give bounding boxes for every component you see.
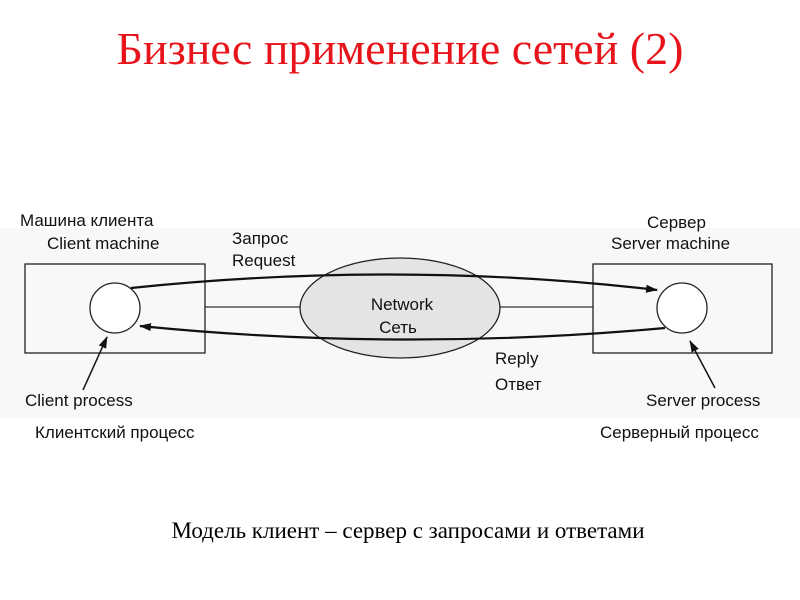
server-process-label-ru: Серверный процесс	[600, 423, 759, 442]
server-process-pointer	[689, 340, 716, 389]
client-machine-box	[24, 263, 206, 354]
server-process-circle	[656, 282, 708, 334]
server-machine-label-ru: Сервер	[647, 213, 706, 232]
network-cloud	[299, 257, 501, 359]
network-label-ru: Сеть	[379, 318, 417, 337]
client-process-label-en: Client process	[25, 391, 133, 410]
client-machine-label-ru: Машина клиента	[20, 211, 154, 230]
slide-caption: Модель клиент – сервер с запросами и отв…	[171, 518, 645, 543]
request-label-ru: Запрос	[232, 229, 289, 248]
client-process-label-ru: Клиентский процесс	[35, 423, 195, 442]
request-label-en: Request	[232, 251, 296, 270]
reply-arrow	[139, 323, 666, 341]
client-process-circle	[89, 282, 141, 334]
network-label-en: Network	[371, 295, 434, 314]
reply-label-ru: Ответ	[495, 375, 542, 394]
client-process-pointer	[82, 336, 108, 391]
server-process-label-en: Server process	[646, 391, 760, 410]
server-machine-box	[592, 263, 773, 354]
client-machine-label-en: Client machine	[47, 234, 159, 253]
slide-title: Бизнес применение сетей (2)	[116, 23, 684, 74]
request-arrow	[130, 273, 658, 293]
server-machine-label-en: Server machine	[611, 234, 730, 253]
reply-label-en: Reply	[495, 349, 539, 368]
